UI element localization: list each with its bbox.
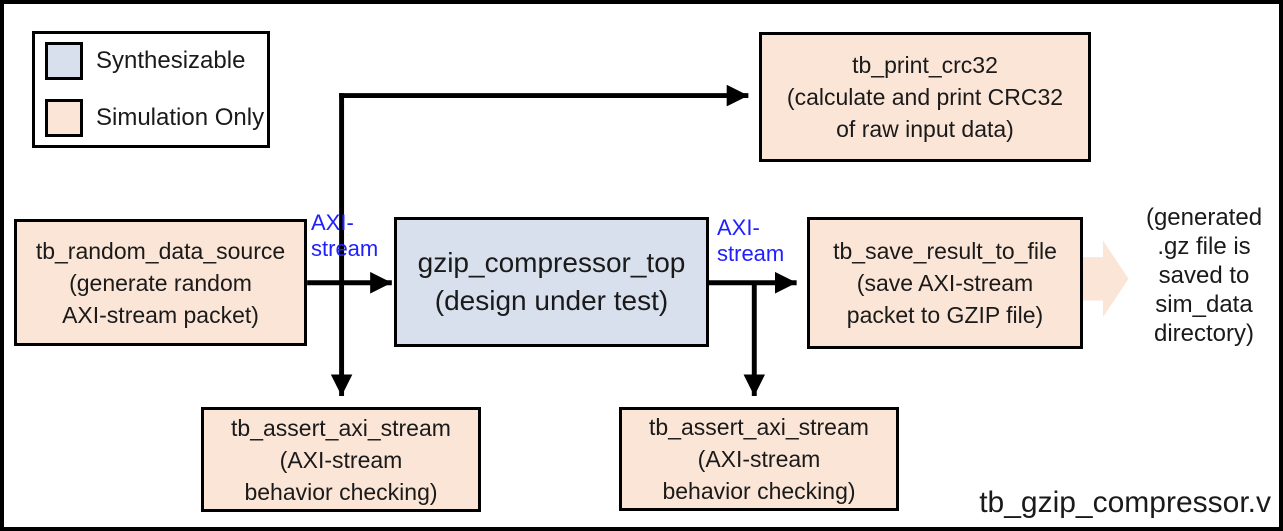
node-description: (AXI-stream behavior checking) [244,446,438,505]
node-tb-assert-axi-stream-right: tb_assert_axi_stream (AXI-stream behavio… [619,407,899,511]
legend-item-synthesizable: Synthesizable [45,42,267,80]
axi-stream-label-left: AXI- stream [311,210,379,261]
node-tb-print-crc32: tb_print_crc32 (calculate and print CRC3… [759,32,1091,162]
node-description: (design under test) [434,285,669,316]
axi-stream-label-right: AXI- stream [717,215,785,266]
gz-output-note: (generated .gz file is saved to sim_data… [1145,204,1263,347]
node-tb-save-result-to-file: tb_save_result_to_file (save AXI-stream … [807,217,1083,349]
legend: Synthesizable Simulation Only [32,31,270,148]
node-description: (generate random AXI-stream packet) [62,269,259,328]
simulation-only-swatch [45,99,83,137]
testbench-filename: tb_gzip_compressor.v [979,486,1271,519]
node-description: (calculate and print CRC32 of raw input … [786,84,1064,142]
node-description: (AXI-stream behavior checking) [662,446,856,504]
node-title: tb_assert_axi_stream [649,414,869,440]
node-tb-random-data-source: tb_random_data_source (generate random A… [14,219,307,346]
block-arrow-gz-output [1075,240,1129,318]
legend-label: Simulation Only [96,104,265,131]
node-gzip-compressor-top: gzip_compressor_top (design under test) [394,217,709,347]
node-title: gzip_compressor_top [417,247,686,278]
node-title: tb_print_crc32 [852,52,998,78]
node-tb-assert-axi-stream-left: tb_assert_axi_stream (AXI-stream behavio… [201,407,481,512]
node-title: tb_assert_axi_stream [231,414,451,441]
node-description: (save AXI-stream packet to GZIP file) [846,270,1044,328]
node-title: tb_save_result_to_file [833,238,1057,264]
legend-item-simulation-only: Simulation Only [45,99,267,137]
synthesizable-swatch [45,42,83,80]
legend-label: Synthesizable [96,47,246,74]
node-title: tb_random_data_source [35,237,286,264]
connector-arrows-layer [307,84,1129,397]
